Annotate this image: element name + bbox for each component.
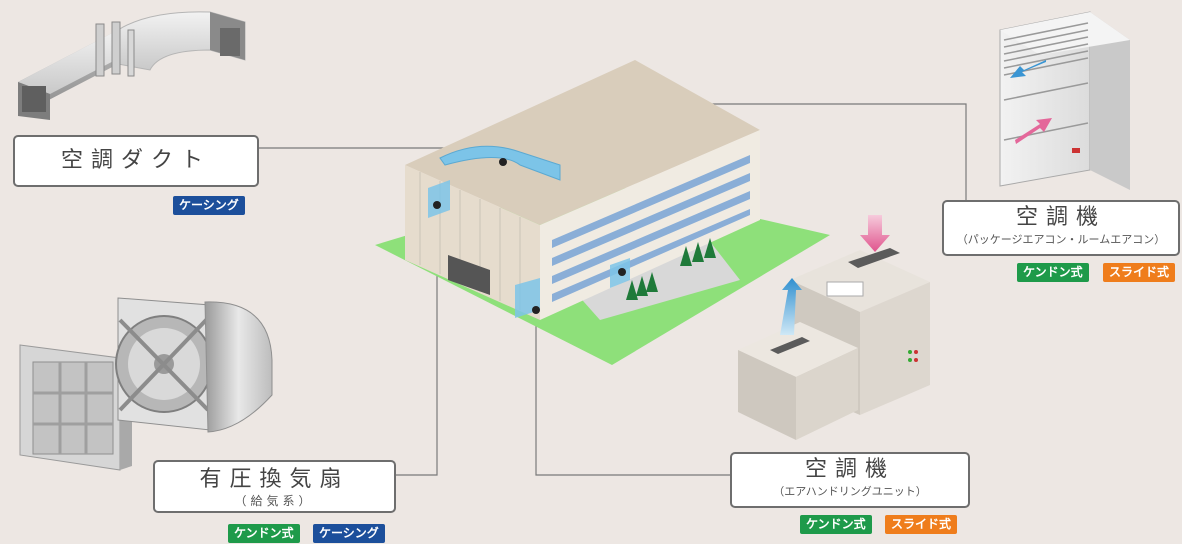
fan-title: 有圧換気扇 bbox=[199, 467, 350, 492]
package-ac-badge-slide: スライド式 bbox=[1103, 263, 1176, 282]
ahu-title: 空調機 bbox=[804, 457, 895, 482]
fan-badge-kendon: ケンドン式 bbox=[228, 524, 300, 543]
connector-fan bbox=[395, 205, 438, 476]
fan-badge-casing: ケーシング bbox=[313, 524, 385, 543]
ahu-label-box: 空調機 （エアハンドリングユニット） bbox=[730, 452, 970, 508]
duct-label-box: 空調ダクト bbox=[13, 135, 259, 187]
ahu-badge-slide: スライド式 bbox=[885, 515, 958, 534]
package-ac-label-box: 空調機 （パッケージエアコン・ルームエアコン） bbox=[942, 200, 1180, 256]
building-icon bbox=[375, 60, 830, 365]
duct-title: 空調ダクト bbox=[60, 148, 211, 173]
ahu-badge-kendon: ケンドン式 bbox=[800, 515, 872, 534]
package-ac-badge-kendon: ケンドン式 bbox=[1017, 263, 1089, 282]
package-ac-subtitle: （パッケージエアコン・ルームエアコン） bbox=[956, 233, 1166, 246]
fan-label-box: 有圧換気扇 （給気系） bbox=[153, 460, 396, 513]
exhaust-fan-icon bbox=[19, 297, 273, 471]
package-ac-title: 空調機 bbox=[1015, 205, 1106, 230]
duct-icon bbox=[18, 11, 246, 120]
air-handling-unit-icon bbox=[738, 215, 930, 440]
package-air-conditioner-icon bbox=[999, 11, 1130, 190]
duct-badge-casing: ケーシング bbox=[173, 196, 245, 215]
fan-subtitle: （給気系） bbox=[234, 494, 315, 508]
ahu-subtitle: （エアハンドリングユニット） bbox=[773, 485, 927, 498]
connector-ahu bbox=[535, 310, 730, 476]
